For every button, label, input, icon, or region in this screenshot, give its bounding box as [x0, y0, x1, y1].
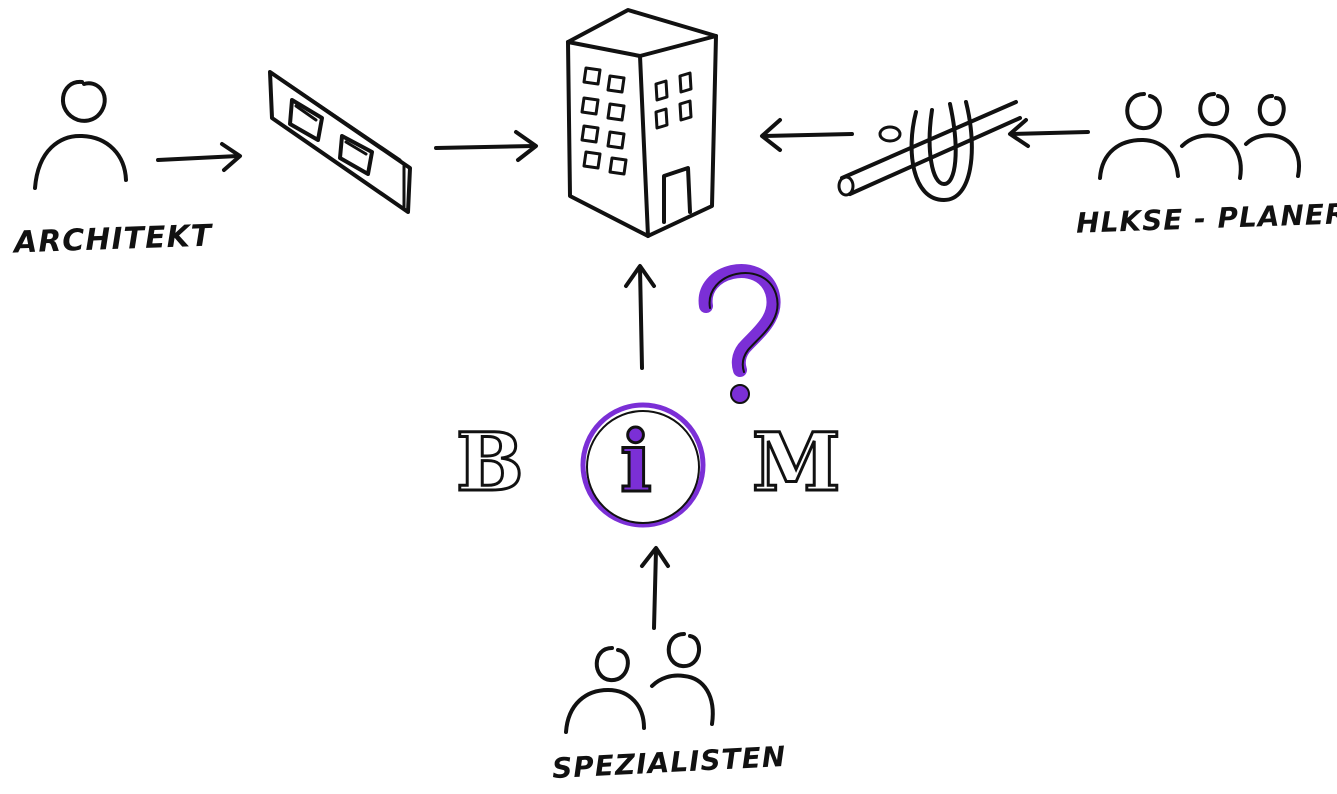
- people-group-icon: [1098, 92, 1301, 180]
- building-icon: [566, 8, 718, 238]
- info-circle-icon: [580, 402, 706, 528]
- arrow-bim-to-building: [624, 264, 656, 370]
- bim-letter-m: M: [751, 415, 843, 509]
- pipe-icon: [837, 100, 1022, 202]
- people-pair-icon: [564, 632, 715, 734]
- wall-icon: [268, 70, 412, 214]
- arrow-wall-to-building: [434, 130, 538, 162]
- arrow-architect-to-wall: [156, 142, 242, 172]
- arrow-specialists-to-bim: [640, 546, 670, 630]
- bim-letter-i: i: [619, 412, 654, 511]
- bim-letter-b: B: [455, 415, 526, 509]
- question-mark-icon: [698, 264, 781, 404]
- arrow-pipe-to-building: [760, 118, 854, 152]
- arrow-people-to-pipe: [1008, 118, 1090, 148]
- person-icon: [33, 80, 128, 190]
- architect-label: ARCHITEKT: [13, 218, 213, 261]
